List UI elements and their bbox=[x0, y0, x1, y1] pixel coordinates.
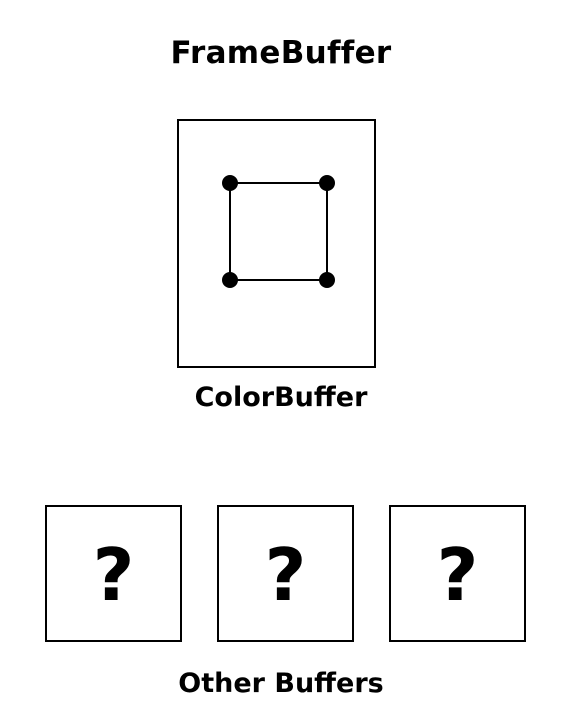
vertex-bottom-left bbox=[222, 272, 238, 288]
square-outline bbox=[229, 182, 328, 281]
vertex-bottom-right bbox=[319, 272, 335, 288]
vertex-top-right bbox=[319, 175, 335, 191]
other-buffer-box: ? bbox=[45, 505, 182, 642]
other-buffer-box: ? bbox=[389, 505, 526, 642]
other-buffers-label: Other Buffers bbox=[178, 668, 384, 699]
question-mark: ? bbox=[92, 532, 135, 617]
color-buffer-box bbox=[177, 119, 376, 368]
square-vertices-figure bbox=[222, 175, 335, 288]
question-mark: ? bbox=[264, 532, 307, 617]
color-buffer-label: ColorBuffer bbox=[194, 382, 368, 413]
framebuffer-title: FrameBuffer bbox=[170, 35, 392, 71]
question-mark: ? bbox=[436, 532, 479, 617]
other-buffer-box: ? bbox=[217, 505, 354, 642]
vertex-top-left bbox=[222, 175, 238, 191]
